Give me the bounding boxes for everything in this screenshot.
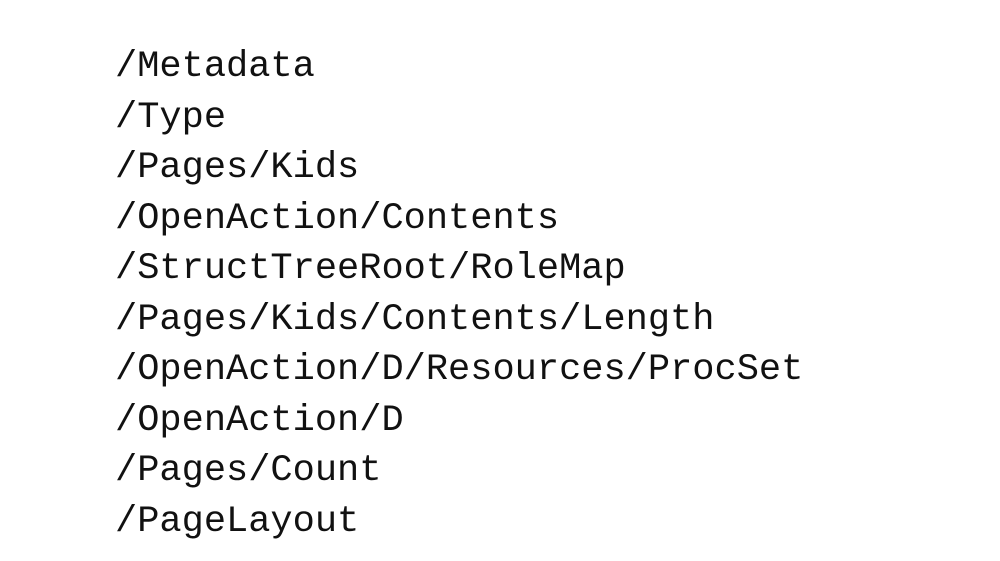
key-path-line: /Metadata <box>115 46 315 88</box>
pdf-key-path-list: /Metadata /Type /Pages/Kids /OpenAction/… <box>115 42 803 547</box>
key-path-line: /Pages/Kids/Contents/Length <box>115 298 715 341</box>
key-path-line: /OpenAction/Contents <box>115 197 560 240</box>
key-path-line: /Pages/Count <box>115 450 382 492</box>
key-path-line: /Type <box>115 96 227 139</box>
key-path-line: /Pages/Kids <box>115 147 360 189</box>
key-path-line: /OpenAction/D/Resources/ProcSet <box>115 349 804 391</box>
key-path-line: /OpenAction/D <box>115 399 404 442</box>
key-path-line: /PageLayout <box>115 500 360 543</box>
key-path-line: /StructTreeRoot/RoleMap <box>115 248 626 290</box>
